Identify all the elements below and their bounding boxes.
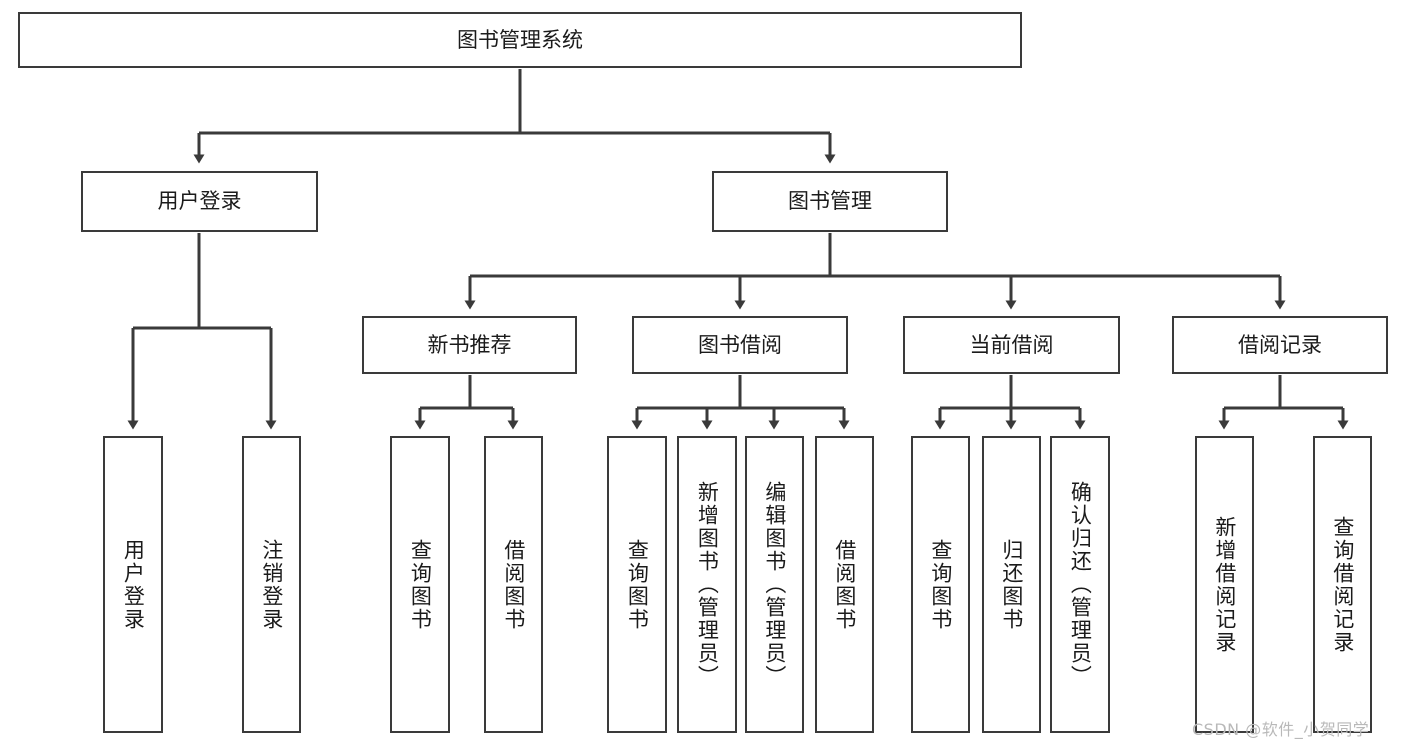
node-leaf-return-book[interactable]: 归还图书 — [982, 436, 1041, 733]
node-leaf-query-record[interactable]: 查询借阅记录 — [1313, 436, 1372, 733]
node-leaf-query-book-2[interactable]: 查询图书 — [607, 436, 667, 733]
node-current-borrow-label: 当前借阅 — [969, 332, 1054, 357]
node-leaf-query-book-3-label: 查询图书 — [928, 538, 953, 631]
node-new-book-rec-label: 新书推荐 — [427, 332, 512, 357]
node-leaf-confirm-return-label: 确认归还（管理员） — [1068, 481, 1093, 688]
node-leaf-return-book-label: 归还图书 — [999, 538, 1024, 631]
node-current-borrow[interactable]: 当前借阅 — [903, 316, 1120, 374]
node-leaf-user-login-label: 用户登录 — [121, 538, 146, 631]
node-root[interactable]: 图书管理系统 — [18, 12, 1022, 68]
node-leaf-logout-label: 注销登录 — [259, 538, 284, 631]
node-book-manage[interactable]: 图书管理 — [712, 171, 948, 232]
node-leaf-borrow-book-1[interactable]: 借阅图书 — [484, 436, 543, 733]
node-leaf-add-record-label: 新增借阅记录 — [1212, 515, 1237, 654]
node-leaf-edit-book-label: 编辑图书（管理员） — [762, 481, 787, 688]
node-leaf-borrow-book-2[interactable]: 借阅图书 — [815, 436, 874, 733]
node-leaf-add-book-label: 新增图书（管理员） — [695, 481, 720, 688]
node-leaf-query-record-label: 查询借阅记录 — [1330, 515, 1355, 654]
node-leaf-confirm-return[interactable]: 确认归还（管理员） — [1050, 436, 1110, 733]
node-new-book-rec[interactable]: 新书推荐 — [362, 316, 577, 374]
node-user-login[interactable]: 用户登录 — [81, 171, 318, 232]
node-borrow-record-label: 借阅记录 — [1238, 332, 1322, 357]
watermark: CSDN @软件_小贺同学 — [1192, 720, 1370, 739]
node-leaf-query-book-2-label: 查询图书 — [625, 538, 650, 631]
node-leaf-add-book[interactable]: 新增图书（管理员） — [677, 436, 737, 733]
node-leaf-borrow-book-1-label: 借阅图书 — [501, 538, 526, 631]
node-borrow-record[interactable]: 借阅记录 — [1172, 316, 1388, 374]
node-leaf-add-record[interactable]: 新增借阅记录 — [1195, 436, 1254, 733]
node-leaf-borrow-book-2-label: 借阅图书 — [832, 538, 857, 631]
node-book-manage-label: 图书管理 — [788, 189, 872, 214]
node-leaf-query-book-3[interactable]: 查询图书 — [911, 436, 970, 733]
node-leaf-query-book-1-label: 查询图书 — [408, 538, 433, 631]
node-book-borrow-label: 图书借阅 — [698, 332, 782, 357]
node-leaf-query-book-1[interactable]: 查询图书 — [390, 436, 450, 733]
node-root-label: 图书管理系统 — [457, 27, 583, 52]
node-leaf-logout[interactable]: 注销登录 — [242, 436, 301, 733]
node-book-borrow[interactable]: 图书借阅 — [632, 316, 848, 374]
node-leaf-edit-book[interactable]: 编辑图书（管理员） — [745, 436, 804, 733]
node-user-login-label: 用户登录 — [157, 189, 242, 214]
node-leaf-user-login[interactable]: 用户登录 — [103, 436, 163, 733]
